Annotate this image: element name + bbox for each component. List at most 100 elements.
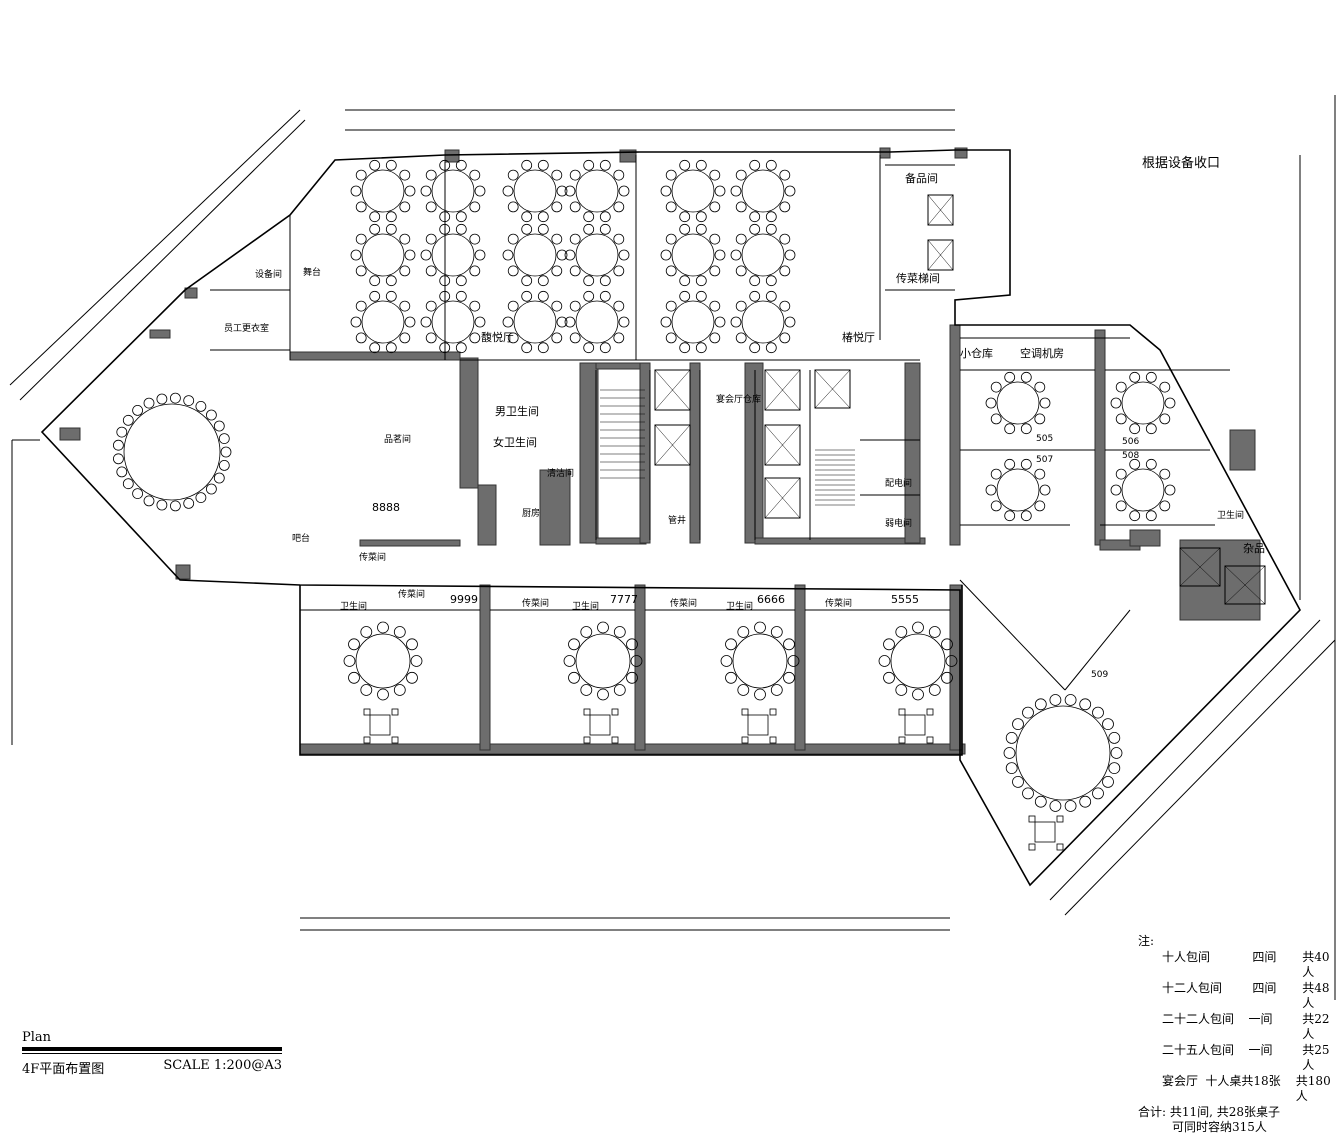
room-9999: 9999 [450, 593, 478, 606]
table-chair [399, 233, 411, 245]
table-chair [1079, 795, 1092, 808]
elevator-cross [764, 477, 801, 519]
table-chair [393, 626, 406, 638]
table-chair [878, 655, 891, 667]
table-chair [1102, 718, 1114, 730]
table-chair [439, 290, 451, 302]
table-chair [735, 300, 747, 312]
round-table [361, 169, 405, 213]
elevator-box [814, 369, 851, 409]
table-chair [469, 201, 481, 213]
table-chair [360, 626, 373, 638]
table-chair [735, 233, 747, 245]
table-chair [1039, 484, 1051, 496]
table-chair [784, 185, 796, 197]
table-chair [660, 316, 672, 328]
elevator-cross [1179, 547, 1221, 587]
table-chair [1129, 510, 1141, 522]
lounge-chair [926, 736, 934, 744]
table-chair [883, 671, 895, 684]
table-chair [599, 159, 611, 171]
table-chair [1145, 510, 1157, 522]
table-chair [377, 688, 389, 701]
lounge-chair [1056, 843, 1064, 851]
table-chair [749, 290, 761, 302]
table-chair [425, 169, 437, 181]
notes-row: 二十五人包间 一间 共25人 [1138, 1043, 1340, 1074]
table-chair [420, 185, 432, 197]
table-chair [709, 201, 721, 213]
notes-heading: 注: [1138, 934, 1155, 948]
lounge-chair [583, 736, 591, 744]
table-chair [730, 249, 742, 261]
table-chair [399, 300, 411, 312]
round-table [1121, 468, 1165, 512]
round-table [890, 633, 946, 689]
elevator-cross [814, 369, 851, 409]
notes-type: 二十二人包间 [1162, 1011, 1235, 1026]
table-chair [507, 201, 519, 213]
table-chair [455, 223, 467, 235]
table-chair [350, 185, 362, 197]
table-chair [183, 497, 195, 509]
table-chair [1020, 458, 1032, 470]
table-chair [369, 159, 381, 171]
table-chair [1159, 413, 1171, 425]
room-7777: 7777 [610, 593, 638, 606]
round-table [575, 169, 619, 213]
title-thin-line [22, 1053, 282, 1054]
table-chair [1115, 413, 1127, 425]
building-outline [40, 149, 1301, 887]
table-chair [912, 621, 924, 634]
table-chair [521, 159, 533, 171]
room-8888: 8888 [372, 501, 400, 514]
room-male-wc: 男卫生间 [495, 405, 539, 418]
table-chair [679, 275, 691, 287]
elevator-box [764, 424, 801, 466]
table-chair [1022, 706, 1034, 719]
table-chair [749, 342, 761, 354]
table-chair [660, 249, 672, 261]
table-chair [618, 316, 630, 328]
notes-type: 宴会厅 [1162, 1073, 1199, 1088]
table-chair [709, 300, 721, 312]
table-chair [143, 397, 155, 409]
table-chair [679, 290, 691, 302]
table-chair [343, 655, 356, 667]
elevator-cross [654, 369, 691, 411]
table-chair [613, 265, 625, 277]
round-table [575, 300, 619, 344]
room-banquet-b: 椿悦厅 [842, 331, 875, 344]
table-chair [369, 211, 381, 223]
lounge-chair [1056, 815, 1064, 823]
wall-block [175, 564, 191, 580]
table-chair [709, 332, 721, 344]
table-chair [143, 495, 155, 507]
table-chair [455, 290, 467, 302]
table-chair [599, 290, 611, 302]
wall-block [954, 147, 968, 159]
wall-block [479, 584, 491, 751]
table-chair [737, 684, 750, 696]
table-chair [404, 316, 416, 328]
table-chair [455, 159, 467, 171]
table-chair [583, 223, 595, 235]
wall-block [949, 324, 961, 546]
table-chair [113, 453, 124, 465]
table-chair [385, 223, 397, 235]
table-chair [1005, 762, 1018, 774]
table-chair [116, 466, 128, 478]
elevator-box [1224, 565, 1266, 605]
room-wc-4: 卫生间 [1217, 511, 1245, 521]
notes-rooms: 四间 [1252, 949, 1277, 964]
table-chair [521, 290, 533, 302]
lounge-chair [391, 736, 399, 744]
table-chair [730, 316, 742, 328]
title-block: Plan 4F平面布置图 SCALE 1:200@A3 [22, 1030, 282, 1077]
table-chair [205, 483, 217, 495]
table-chair [580, 626, 593, 638]
table-chair [1108, 732, 1121, 744]
notes-total: 共40人 [1302, 949, 1330, 980]
table-chair [385, 342, 397, 354]
table-chair [507, 300, 519, 312]
